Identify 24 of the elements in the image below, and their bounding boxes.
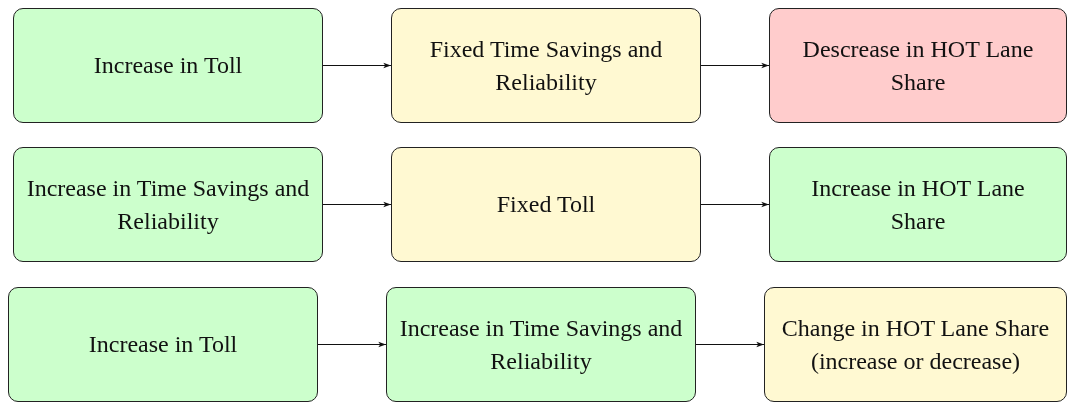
box-label: Fixed Time Savings and Reliability (428, 35, 664, 97)
box-label: Increase in Toll (88, 330, 238, 360)
process-box (769, 8, 1067, 123)
arrow (695, 341, 765, 348)
arrow (322, 201, 392, 208)
arrow (700, 62, 770, 69)
process-box (13, 8, 323, 123)
box-label: Fixed Toll (496, 190, 596, 220)
box-label: Increase in HOT Lane Share (810, 174, 1026, 236)
box-label: Increase in Time Savings and Reliability (26, 174, 310, 236)
arrow (317, 341, 387, 348)
box-label: Increase in Time Savings and Reliability (399, 314, 683, 376)
process-box (764, 287, 1067, 402)
arrow (700, 201, 770, 208)
process-box (8, 287, 318, 402)
box-label: Change in HOT Lane Share (increase or decrease) (780, 314, 1051, 376)
process-box (391, 147, 701, 262)
process-box (391, 8, 701, 123)
process-box (769, 147, 1067, 262)
process-box (386, 287, 696, 402)
process-box (13, 147, 323, 262)
box-label: Increase in Toll (93, 51, 243, 81)
box-label: Descrease in HOT Lane Share (801, 35, 1035, 97)
arrow (322, 62, 392, 69)
